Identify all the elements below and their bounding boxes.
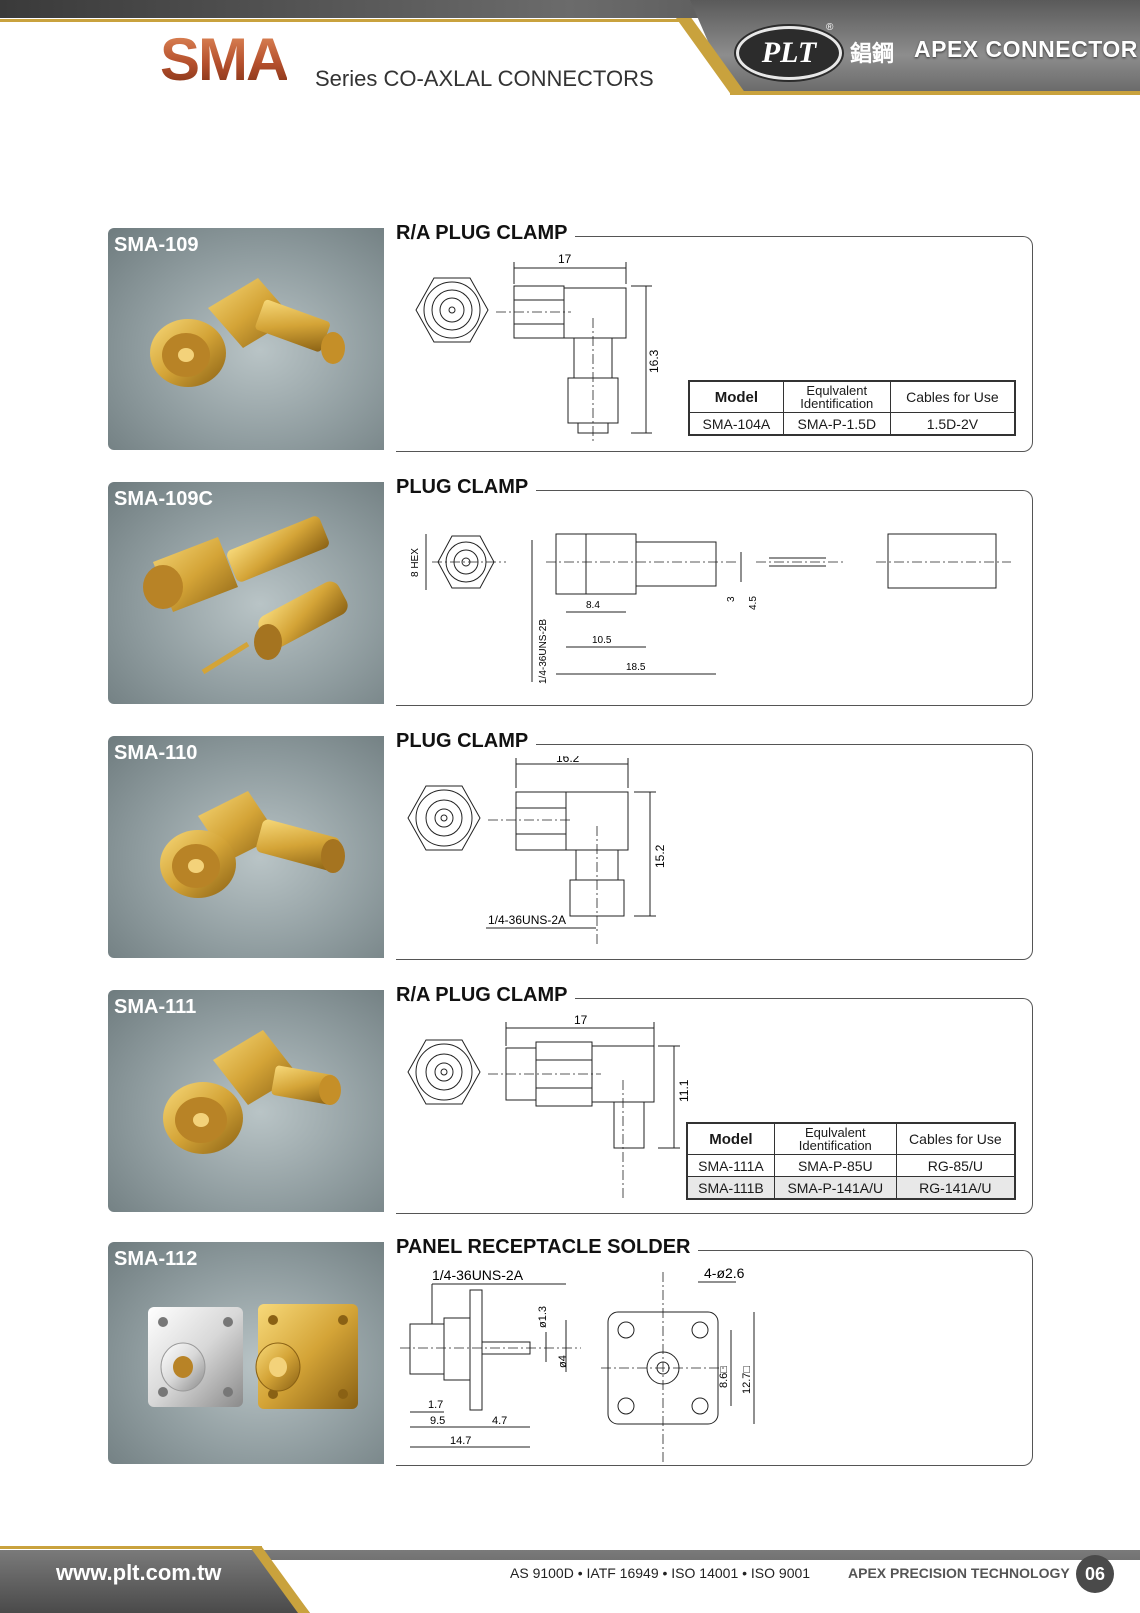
model-label: SMA-110: [114, 742, 198, 764]
section-title: R/A PLUG CLAMP: [396, 984, 576, 1007]
drawing-frame: [396, 998, 1033, 1214]
product-section-sma-109c: SMA-109C PLUG CLAMP 8 HEX 1/4-36UNS-2B 8…: [108, 476, 1033, 706]
section-title: PLUG CLAMP: [396, 730, 537, 753]
brand-chinese: 錩鋼: [850, 41, 895, 66]
drawing-frame: [396, 744, 1033, 960]
drawing-frame: [396, 1250, 1033, 1466]
section-title: PLUG CLAMP: [396, 476, 537, 499]
col-header-cables: Cables for Use: [889, 380, 1016, 413]
dim-label: 8.4: [586, 600, 600, 611]
model-label: SMA-109C: [114, 488, 213, 510]
plt-logo: PLT: [736, 26, 842, 80]
model-label: SMA-112: [114, 1248, 198, 1270]
product-section-sma-109: SMA-109 R/A PLUG CLAMP 17 16.3 Model Equ…: [108, 222, 1033, 452]
company-name: APEX PRECISION TECHNOLOGY: [848, 1565, 1070, 1581]
model-label: SMA-111: [114, 996, 197, 1018]
dim-label: 10.5: [592, 635, 612, 646]
dim-label: 12.7□: [741, 1366, 753, 1394]
col-header-model: Model: [688, 380, 784, 413]
technical-drawing: 1/4-36UNS-2A ø1.3 ø4 1.7 9.5 4.7 14.7 4-…: [400, 1265, 755, 1462]
page-number: 06: [1076, 1555, 1114, 1593]
dim-label: ø1.3: [537, 1306, 549, 1328]
section-title: PANEL RECEPTACLE SOLDER: [396, 1236, 699, 1259]
product-photo: SMA-111: [108, 990, 384, 1212]
website-link[interactable]: www.plt.com.tw: [56, 1560, 222, 1585]
brand-english: APEX CONNECTOR: [914, 36, 1138, 62]
footer-white-panel: [270, 1560, 1140, 1613]
series-subtitle: Series CO-AXLAL CONNECTORS: [315, 66, 654, 91]
product-photo: SMA-112: [108, 1242, 384, 1464]
dim-label: 17: [558, 252, 572, 266]
product-photo: SMA-109C: [108, 482, 384, 704]
col-header-cables: Cables for Use: [895, 1122, 1016, 1155]
dim-label: ø4: [557, 1355, 569, 1368]
section-title: R/A PLUG CLAMP: [396, 222, 576, 245]
connector-photo-icon: [163, 1030, 341, 1154]
table-row: SMA-111A SMA-P-85U RG-85/U: [686, 1154, 1016, 1177]
product-photo: SMA-109: [108, 228, 384, 450]
dim-label: 1/4-36UNS-2B: [538, 619, 549, 684]
dim-label: 8 HEX: [410, 548, 421, 577]
product-section-sma-111: SMA-111 R/A PLUG CLAMP 17 11.1 Model Equ…: [108, 984, 1033, 1214]
series-word: SMA: [160, 26, 289, 93]
drawing-frame: [396, 490, 1033, 706]
connector-photo-icon: [150, 278, 345, 387]
product-photo: SMA-110: [108, 736, 384, 958]
dim-label: 1.7: [428, 1399, 443, 1411]
technical-drawing: 16.2 15.2 1/4-36UNS-2A: [407, 756, 667, 946]
dim-label: 8.6□: [718, 1366, 730, 1388]
product-section-sma-112: SMA-112 PANEL RECEPTACLE SOLDER 1/4-36UN…: [108, 1236, 1033, 1466]
drawing-frame: [396, 236, 1033, 452]
connector-photo-icon: [160, 791, 345, 898]
dim-label: 4.7: [492, 1415, 507, 1427]
technical-drawing: 17 11.1: [407, 1013, 691, 1200]
registered-mark-icon: ®: [826, 22, 834, 33]
dim-label: 4-ø2.6: [704, 1265, 745, 1281]
connector-kit-photo-icon: [143, 516, 348, 675]
dim-label: 11.1: [677, 1079, 691, 1102]
dim-label: 16.3: [647, 349, 661, 373]
dim-label: 9.5: [430, 1415, 445, 1427]
technical-drawing: 8 HEX 1/4-36UNS-2B 8.4 10.5 18.5 3 4.5: [410, 533, 1011, 684]
table-row: SMA-104A SMA-P-1.5D 1.5D-2V: [688, 412, 1016, 436]
col-header-model: Model: [686, 1122, 775, 1155]
dim-label: 17: [574, 1013, 588, 1027]
dim-label: 3: [726, 596, 737, 602]
dim-label: 1/4-36UNS-2A: [432, 1267, 524, 1283]
table-row: SMA-111B SMA-P-141A/U RG-141A/U: [686, 1176, 1016, 1200]
dim-label: 4.5: [748, 596, 759, 610]
dim-label: 15.2: [653, 844, 667, 868]
product-section-sma-110: SMA-110 PLUG CLAMP 16.2 15.2 1/4-36UNS-2…: [108, 730, 1033, 960]
technical-drawing: 17 16.3: [415, 252, 661, 443]
model-label: SMA-109: [114, 234, 199, 256]
dim-label: 18.5: [626, 662, 646, 673]
dim-label: 14.7: [450, 1435, 471, 1447]
header-gold-underline: [730, 91, 1140, 95]
dim-label: 16.2: [556, 756, 580, 765]
certifications: AS 9100D • IATF 16949 • ISO 14001 • ISO …: [510, 1565, 811, 1581]
panel-receptacle-photo-icon: [148, 1304, 358, 1409]
footer-gold-line: [0, 1546, 262, 1549]
header-gold-line: [0, 19, 680, 22]
dim-label: 1/4-36UNS-2A: [488, 913, 566, 927]
